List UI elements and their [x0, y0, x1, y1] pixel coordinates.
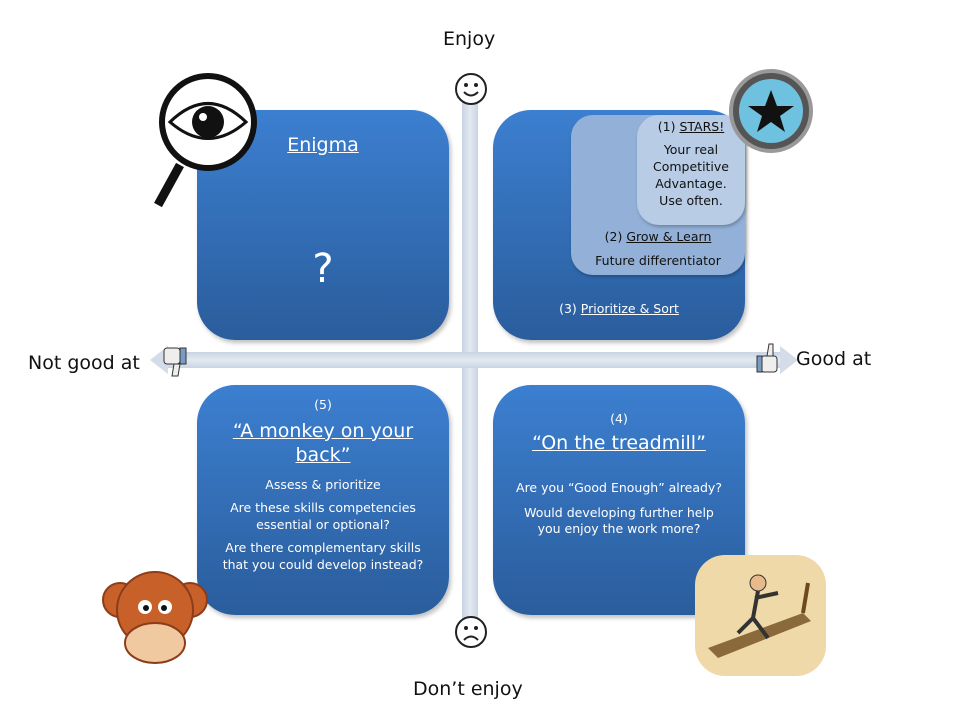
monkey-q1: Are these skills competencies essential …: [230, 500, 416, 533]
stars-number: (1): [657, 119, 676, 134]
smiley-icon: [455, 73, 487, 105]
stars-box: (1) STARS! Your real Competitive Advanta…: [637, 115, 745, 225]
quadrant-treadmill: (4) “On the treadmill” Are you “Good Eno…: [493, 385, 745, 615]
treadmill-title: “On the treadmill”: [532, 431, 706, 454]
arrow-right: [780, 346, 798, 374]
star-badge-icon: [729, 69, 813, 153]
monkey-line1: Assess & prioritize: [265, 477, 381, 493]
grow-text: Future differentiator: [595, 253, 721, 268]
thumbs-up-icon: [756, 343, 778, 373]
horizontal-axis: [165, 352, 780, 368]
stars-text: Your real Competitive Advantage. Use oft…: [652, 141, 729, 208]
thumbs-down-icon: [163, 347, 187, 377]
grow-number: (2): [604, 229, 623, 244]
treadmill-number: (4): [610, 411, 628, 426]
question-mark: ?: [312, 245, 334, 292]
axis-label-good-at: Good at: [796, 348, 872, 370]
arrow-left: [150, 346, 168, 374]
prioritize-number: (3): [559, 301, 577, 316]
monkey-title: “A monkey on your back”: [232, 419, 414, 466]
monkey-q2: Are there complementary skills that you …: [222, 540, 424, 572]
quadrant-stars: (2) Grow & Learn Future differentiator (…: [493, 110, 745, 340]
treadmill-q2: Would developing further help you enjoy …: [524, 504, 714, 537]
treadmill-runner-icon: [695, 555, 826, 676]
prioritize-title: Prioritize & Sort: [580, 301, 679, 316]
stars-title: STARS!: [679, 119, 725, 134]
enigma-title: Enigma: [287, 134, 359, 156]
axis-label-dont-enjoy: Don’t enjoy: [413, 678, 523, 700]
monkey-number: (5): [314, 397, 332, 412]
treadmill-q1: Are you “Good Enough” already?: [516, 479, 722, 495]
frowny-icon: [455, 616, 487, 648]
magnifying-glass-eye-icon: [154, 73, 257, 208]
axis-label-enjoy: Enjoy: [443, 28, 496, 50]
monkey-icon: [102, 571, 208, 664]
axis-label-not-good-at: Not good at: [28, 352, 140, 374]
grow-title: Grow & Learn: [626, 229, 712, 244]
quadrant-monkey: (5) “A monkey on your back” Assess & pri…: [197, 385, 449, 615]
